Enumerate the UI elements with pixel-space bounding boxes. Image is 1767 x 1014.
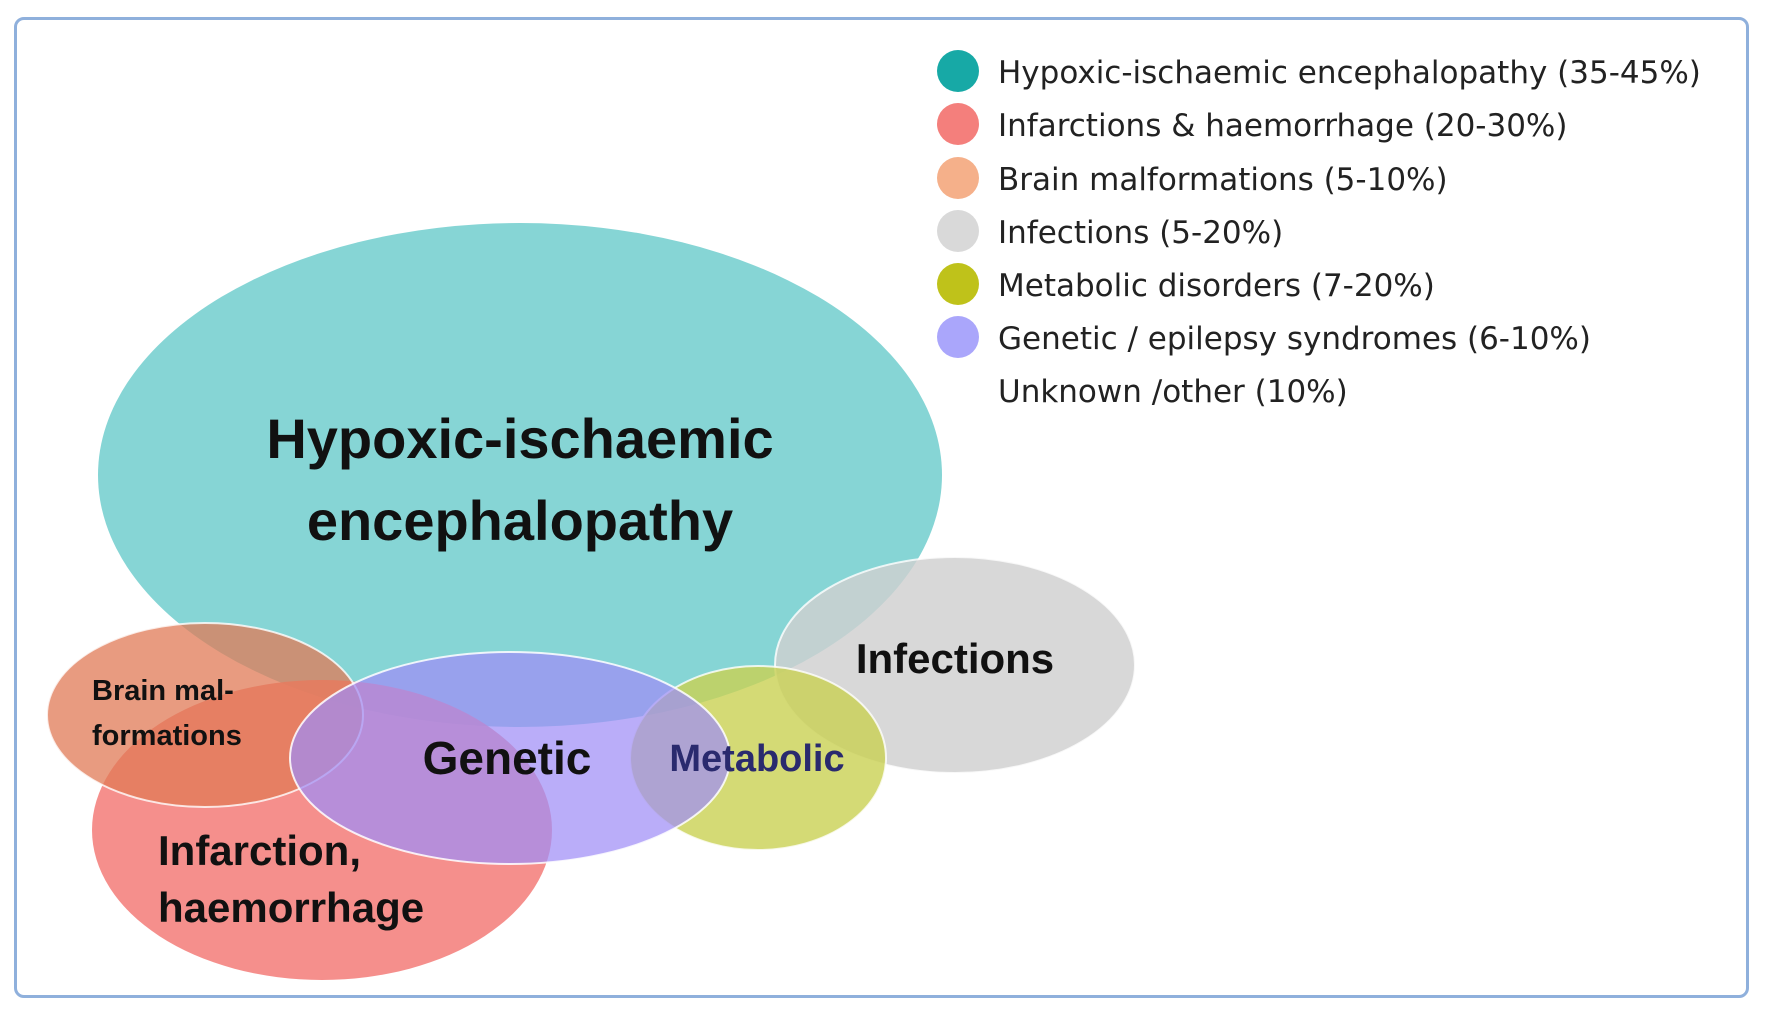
legend-swatch-infarctions <box>937 103 979 145</box>
infarction-label-line1: Infarction, <box>158 827 361 874</box>
legend-item-hypoxic: Hypoxic-ischaemic encephalopathy (35-45%… <box>998 55 1701 91</box>
infections-label: Infections <box>856 635 1054 682</box>
hypoxic-label-line2: encephalopathy <box>307 489 733 552</box>
genetic-ellipse <box>289 651 731 865</box>
brain-malformations-label-line2: formations <box>92 720 242 752</box>
brain-malformations-label-line1: Brain mal- <box>92 675 234 707</box>
legend-swatch-hypoxic <box>937 50 979 92</box>
legend-swatch-metabolic <box>937 263 979 305</box>
legend-item-brain-malformations: Brain malformations (5-10%) <box>998 162 1448 198</box>
legend-swatch-brain-malformations <box>937 157 979 199</box>
infarction-label-line2: haemorrhage <box>158 884 424 931</box>
hypoxic-ischaemic-ellipse <box>98 223 942 727</box>
genetic-label: Genetic <box>423 732 592 784</box>
metabolic-label: Metabolic <box>669 738 844 780</box>
legend-item-infections: Infections (5-20%) <box>998 215 1283 251</box>
legend-swatch-genetic <box>937 316 979 358</box>
legend-item-unknown: Unknown /other (10%) <box>998 374 1348 410</box>
hypoxic-label-line1: Hypoxic-ischaemic <box>266 407 773 470</box>
legend-item-genetic: Genetic / epilepsy syndromes (6-10%) <box>998 321 1591 357</box>
legend: Hypoxic-ischaemic encephalopathy (35-45%… <box>937 50 1701 410</box>
legend-item-infarctions: Infarctions & haemorrhage (20-30%) <box>998 108 1567 144</box>
legend-swatch-infections <box>937 210 979 252</box>
legend-item-metabolic: Metabolic disorders (7-20%) <box>998 268 1435 304</box>
